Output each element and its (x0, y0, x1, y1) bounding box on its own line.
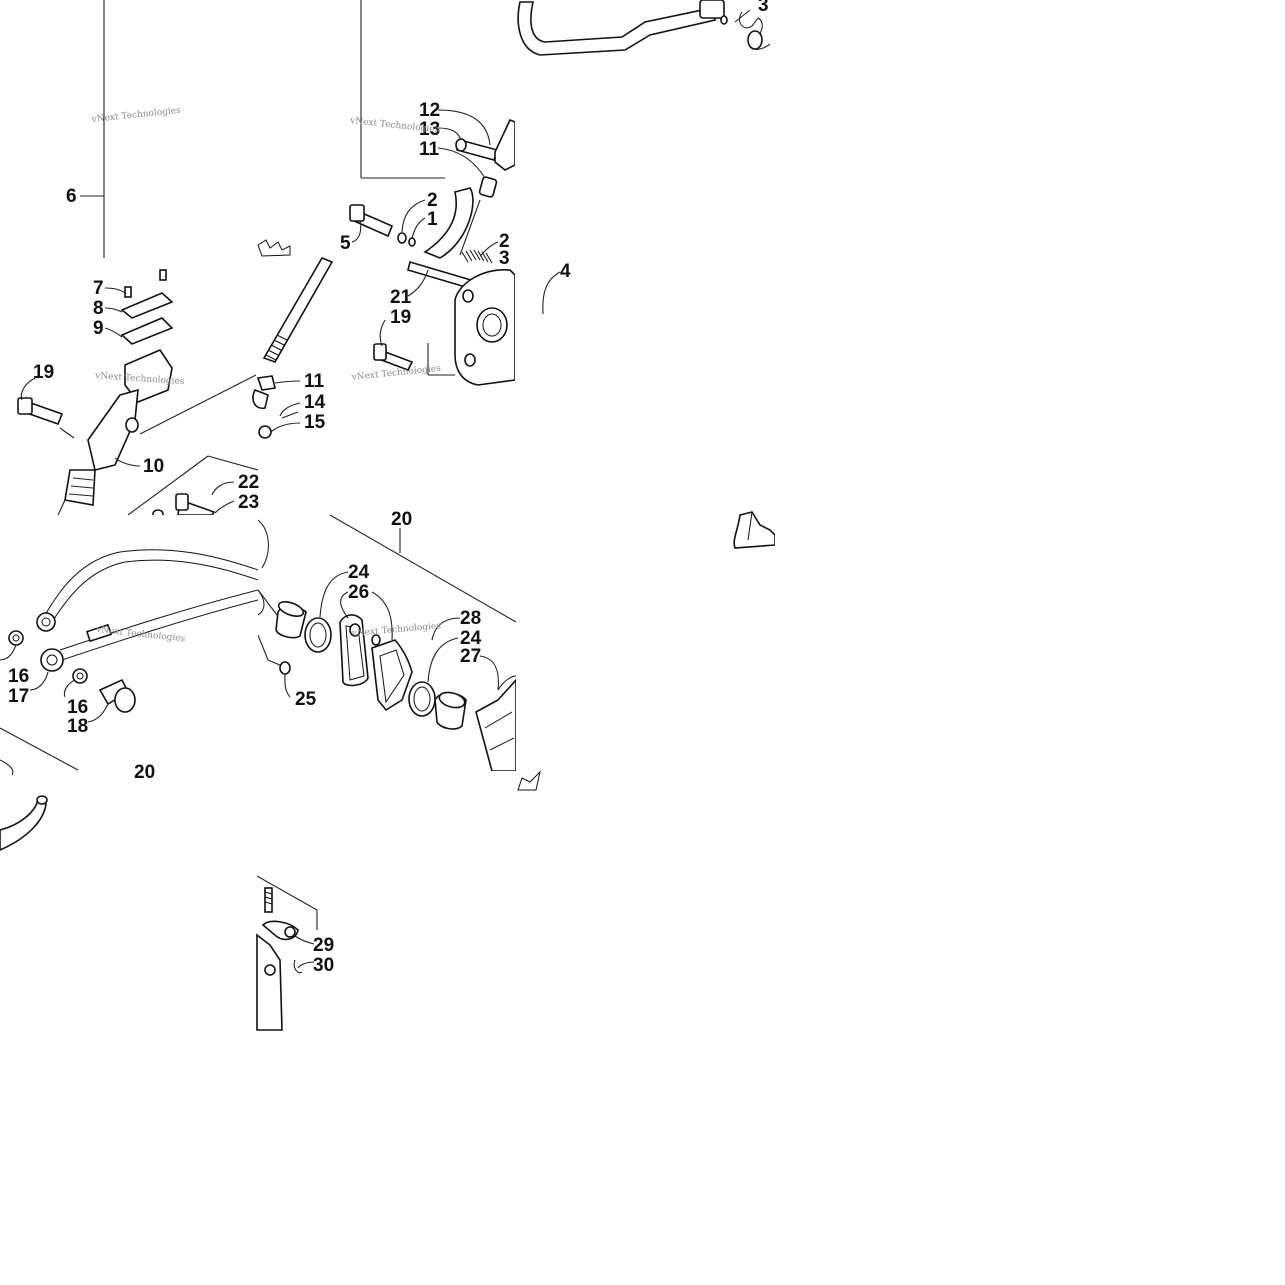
callout-23: 23 (238, 492, 259, 513)
callout-12: 12 (419, 100, 440, 121)
callout-2: 2 (427, 190, 438, 211)
callout-29: 29 (313, 935, 334, 956)
callout-1: 1 (427, 209, 438, 230)
top-right-pedal-fragment (517, 0, 771, 56)
callout-8: 8 (93, 298, 104, 319)
watermark-5: vNext Technologies (95, 625, 186, 644)
callout-20b: 20 (134, 762, 155, 783)
callout-19b: 19 (33, 362, 54, 383)
callout-9: 9 (93, 318, 104, 339)
callout-16: 16 (8, 666, 29, 687)
callout-27: 27 (460, 646, 481, 667)
callout-24b: 24 (460, 628, 482, 649)
callout-25: 25 (295, 689, 317, 710)
watermarks: vNext Technologies vNext Technologies vN… (90, 106, 441, 645)
callout-3: 3 (758, 0, 769, 16)
callout-16b: 16 (67, 697, 88, 718)
watermark-6: vNext Technologies (350, 621, 441, 639)
callout-21: 21 (390, 287, 412, 308)
corner-fragment (517, 770, 541, 791)
bleeder-fragment (256, 875, 318, 1031)
caliper-tab-fragment (733, 511, 775, 549)
callout-19: 19 (390, 307, 411, 328)
callout-17: 17 (8, 686, 29, 707)
callout-14: 14 (304, 392, 326, 413)
callout-26: 26 (348, 582, 369, 603)
callout-6: 6 (66, 186, 77, 207)
callout-4: 4 (560, 261, 571, 282)
callout-11: 11 (419, 139, 440, 160)
callout-28: 28 (460, 608, 481, 629)
callout-15: 15 (304, 412, 326, 433)
callout-20: 20 (391, 509, 412, 530)
callout-2b: 2 (499, 231, 510, 252)
callout-22: 22 (238, 472, 259, 493)
upper-leaders (20, 109, 561, 514)
callout-24: 24 (348, 562, 370, 583)
master-cylinder-panel (17, 0, 515, 515)
caliper-panel (258, 515, 516, 771)
brake-hose-panel (0, 549, 258, 851)
watermark-4: vNext Technologies (350, 364, 441, 383)
callout-30: 30 (313, 955, 334, 976)
callout-13: 13 (419, 119, 440, 140)
callout-3b: 3 (499, 248, 510, 269)
callout-5: 5 (340, 233, 351, 254)
callout-18: 18 (67, 716, 88, 737)
callout-7: 7 (93, 278, 104, 299)
callout-11b: 11 (304, 371, 325, 392)
callout-10: 10 (143, 456, 164, 477)
